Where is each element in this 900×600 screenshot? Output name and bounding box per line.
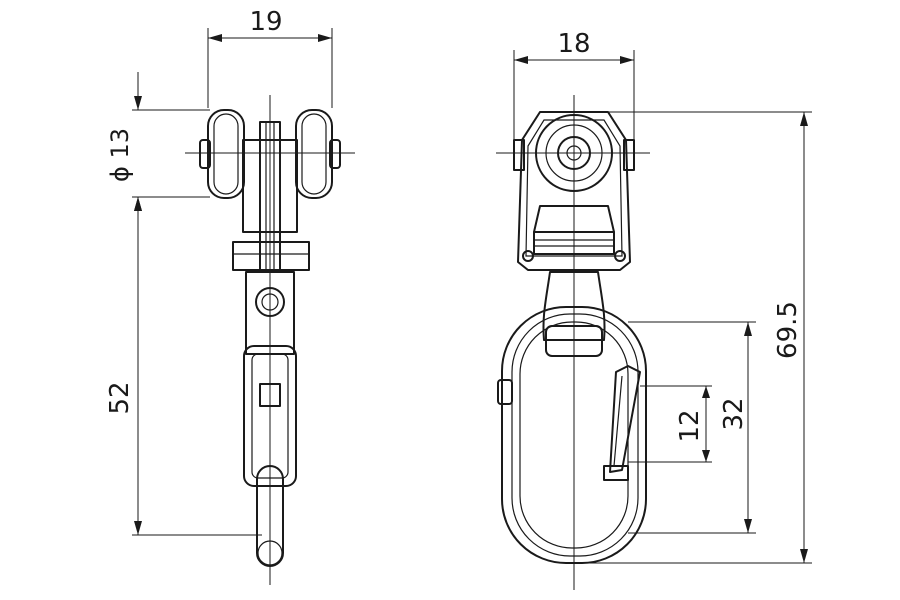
axle-bearing — [557, 136, 591, 170]
side-length-label: 52 — [105, 381, 135, 414]
right-bracket-tab — [623, 139, 635, 171]
base-plate — [232, 241, 310, 271]
front-width-label: 18 — [557, 29, 590, 59]
trolley-body — [242, 139, 298, 233]
front-view-dimensions: 18 69.5 32 12 — [513, 29, 812, 564]
side-gate — [259, 383, 281, 407]
front-view — [496, 95, 650, 590]
total-height-label: 69.5 — [773, 301, 803, 359]
wheel-diameter-label: ϕ 13 — [106, 128, 134, 182]
bracket-housing — [517, 111, 631, 271]
left-rivet — [522, 250, 534, 262]
carabiner-gate — [609, 365, 641, 473]
right-rivet — [614, 250, 626, 262]
side-view-dimensions: 19 ϕ 13 52 — [105, 7, 333, 536]
hook-length-label: 32 — [719, 397, 749, 430]
left-bracket-tab — [513, 139, 525, 171]
side-hook-shank — [256, 465, 284, 567]
swivel-collar — [533, 231, 615, 255]
gate-latch — [603, 465, 629, 481]
hook-opening-label: 12 — [675, 409, 705, 442]
swivel-pin — [255, 287, 285, 317]
swivel-neck — [542, 271, 606, 341]
side-carabiner — [243, 345, 297, 487]
front-wheel — [535, 114, 613, 192]
side-view — [185, 95, 355, 585]
left-hub — [199, 139, 211, 169]
right-hub — [329, 139, 341, 169]
neck-ring — [545, 325, 603, 357]
side-width-label: 19 — [249, 7, 282, 37]
spine-clip — [497, 379, 513, 405]
